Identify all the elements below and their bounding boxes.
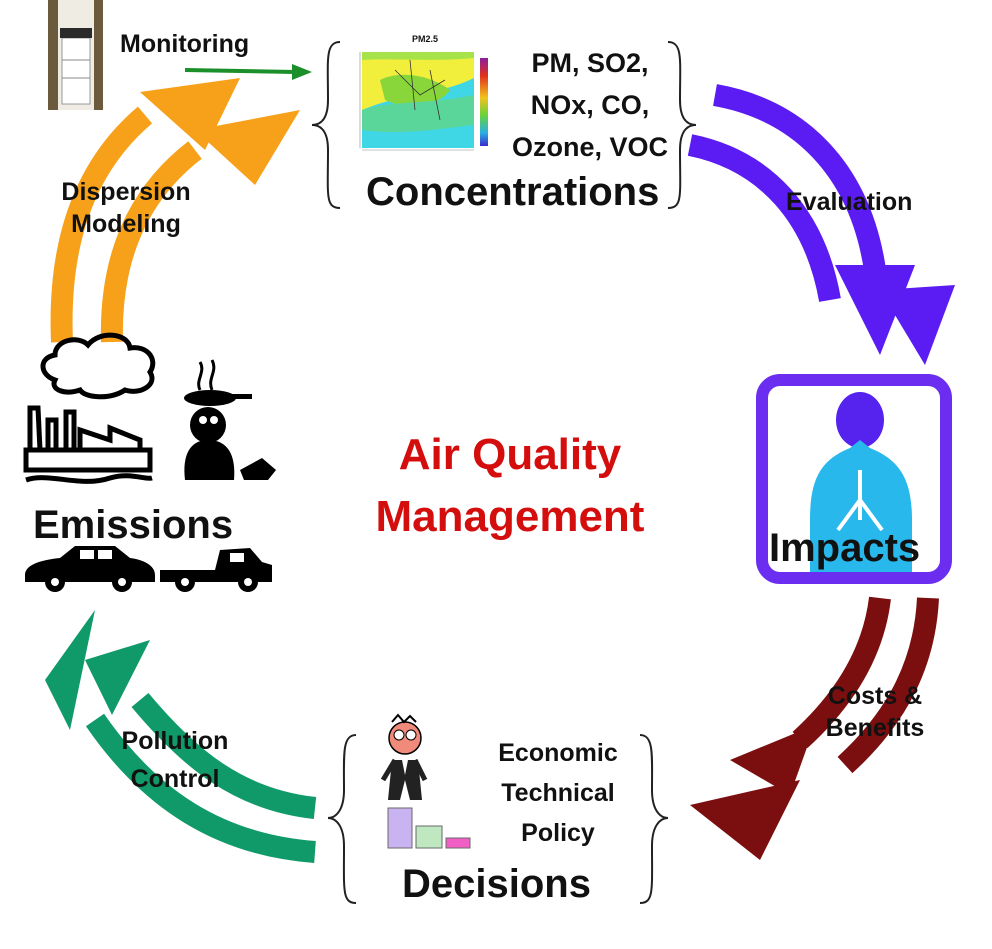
pollutants-line2: NOx, CO, <box>530 90 650 120</box>
decision-factor-policy: Policy <box>521 819 595 847</box>
costs-benefits-label: Costs & Benefits <box>810 680 940 744</box>
pollutants-line3: Ozone, VOC <box>511 132 668 162</box>
concentrations-brace-left <box>311 41 341 209</box>
evaluation-label: Evaluation <box>786 188 913 216</box>
decision-maker-podium-icon <box>380 713 471 849</box>
dispersion-modeling-line2: Modeling <box>71 210 181 238</box>
map-title: PM2.5 <box>412 34 438 44</box>
dispersion-modeling-arrow <box>50 78 300 343</box>
monitoring-label: Monitoring <box>120 30 250 58</box>
impacts-icon <box>756 374 952 584</box>
emissions-node-label: Emissions <box>33 503 234 547</box>
dispersion-modeling-line1: Dispersion <box>61 178 191 206</box>
monitoring-arrow <box>184 64 312 80</box>
costs-benefits-arrow <box>690 596 939 860</box>
sedan-car-icon <box>25 546 155 592</box>
decision-factors-list: Economic Technical Policy <box>478 733 638 853</box>
pollutants-line1: PM, SO2, <box>531 48 649 78</box>
impacts-node-label: Impacts <box>769 526 921 570</box>
decisions-brace-left <box>327 734 357 904</box>
pollutants-list: PM, SO2, NOx, CO, Ozone, VOC <box>500 42 680 168</box>
pickup-truck-icon <box>160 548 272 592</box>
factory-icon <box>23 332 156 484</box>
pollution-control-line1: Pollution <box>121 727 229 755</box>
pm25-map-thumbnail: PM2.5 <box>348 30 500 162</box>
costs-benefits-line1: Costs & <box>827 682 923 710</box>
decision-factor-economic: Economic <box>498 739 618 767</box>
diagram-title: Air Quality Management <box>340 424 680 548</box>
pollution-control-line2: Control <box>130 765 220 793</box>
costs-benefits-line2: Benefits <box>825 714 925 742</box>
pollution-control-label: Pollution Control <box>100 722 250 798</box>
evaluation-arrow <box>687 84 955 365</box>
title-line2: Management <box>375 492 645 541</box>
concentrations-node-label: Concentrations <box>366 170 660 214</box>
title-line1: Air Quality <box>398 430 622 479</box>
dispersion-modeling-label: Dispersion Modeling <box>42 176 210 240</box>
decisions-brace-right <box>639 734 669 904</box>
cooking-stove-person-icon <box>184 359 276 480</box>
pollution-control-arrow <box>45 610 317 863</box>
decisions-node-label: Decisions <box>402 862 591 906</box>
monitoring-device-photo <box>48 0 103 110</box>
decision-factor-technical: Technical <box>501 779 615 807</box>
concentrations-brace-right <box>667 41 697 209</box>
